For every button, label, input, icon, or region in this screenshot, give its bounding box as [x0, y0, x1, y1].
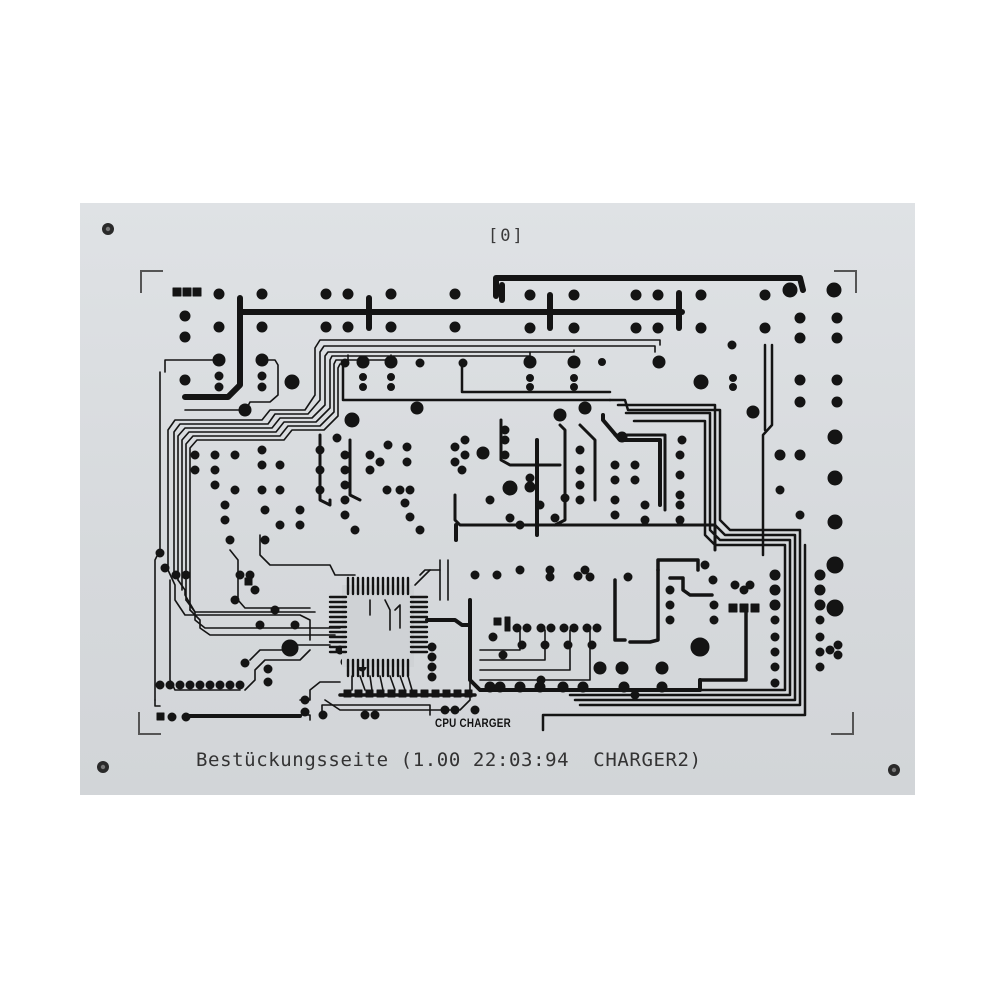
layer-marker: [0] [488, 226, 525, 246]
mounting-hole-icon [97, 223, 900, 776]
qfp-chip [328, 569, 480, 715]
silkscreen-label: CPU CHARGER [435, 716, 511, 730]
pcb-board [80, 203, 915, 795]
footer-caption: Bestückungsseite (1.00 22:03:94 CHARGER2… [196, 749, 702, 771]
crop-mark-icon [138, 270, 857, 735]
